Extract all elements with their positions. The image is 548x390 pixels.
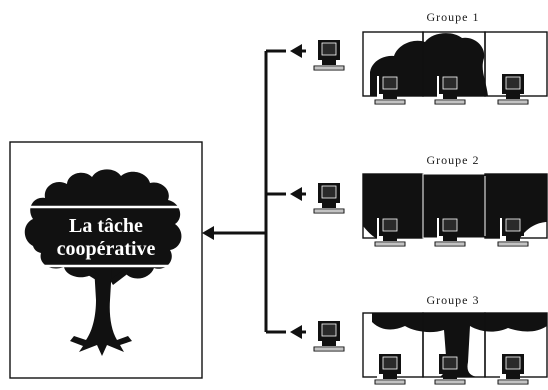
task-title-line-2: coopérative [56, 238, 156, 260]
computer-icon [497, 73, 529, 105]
connector-bus [210, 49, 286, 334]
computer-icon [434, 353, 466, 385]
group-3-label: Groupe 3 [426, 293, 480, 307]
arrow-shafts [300, 49, 306, 334]
arrow-left-icon [202, 44, 302, 339]
computer-icon [374, 73, 406, 105]
computer-icon [497, 215, 529, 247]
computer-icon [313, 39, 345, 71]
group-1 [313, 31, 548, 105]
computer-icon [434, 215, 466, 247]
group-2 [313, 173, 548, 247]
computer-icon [497, 353, 529, 385]
tree-icon [24, 169, 182, 356]
computer-icon [374, 353, 406, 385]
group-2-label: Groupe 2 [426, 153, 480, 167]
computer-icon [374, 215, 406, 247]
puzzle-panel [372, 313, 547, 377]
computer-icon [434, 73, 466, 105]
computer-icon [313, 182, 345, 214]
computer-icon [313, 320, 345, 352]
group-3 [313, 312, 548, 385]
group-1-label: Groupe 1 [426, 10, 480, 24]
task-title-line-1: La tâche [69, 215, 143, 237]
